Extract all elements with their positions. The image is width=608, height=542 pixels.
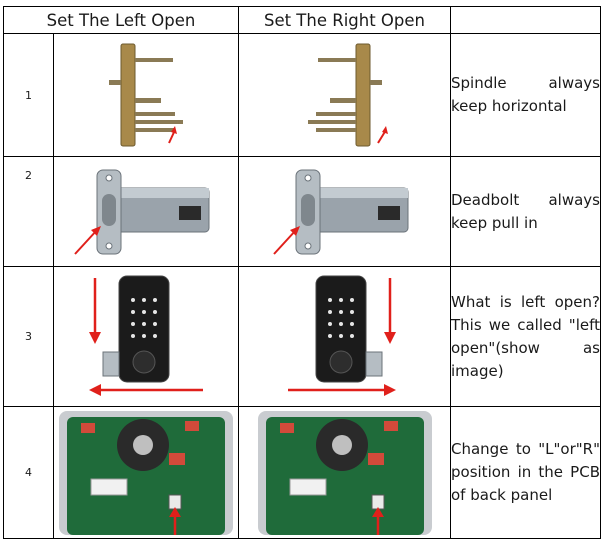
right-image-keypad: [238, 266, 451, 407]
description-cell: Spindle always keep horizontal: [450, 33, 601, 157]
spindle-mechanism-photo: [109, 43, 183, 147]
right-image-deadbolt: [238, 156, 451, 267]
header-description: [450, 6, 601, 34]
row-number: 1: [3, 33, 54, 157]
right-image-pcb: [238, 406, 451, 539]
table-row: 3: [3, 266, 601, 407]
left-image-pcb: [53, 406, 239, 539]
deadbolt-latch-photo: [272, 169, 408, 255]
description-text: What is left open? This we called "left …: [451, 292, 600, 380]
pcb-board-photo: [59, 410, 233, 535]
table-row: 1: [3, 33, 601, 157]
keypad-lock-photo: [89, 275, 203, 396]
row-number: 2: [3, 156, 54, 267]
header-row: Set The Left Open Set The Right Open: [3, 6, 601, 34]
table-row: 2: [3, 156, 601, 267]
description-text: Change to "L"or"R" position in the PCB o…: [451, 440, 600, 504]
left-image-spindle: [53, 33, 239, 157]
header-left-open: Set The Left Open: [3, 6, 239, 34]
description-text: Deadbolt always keep pull in: [451, 190, 600, 232]
description-cell: Deadbolt always keep pull in: [450, 156, 601, 267]
row-number: 3: [3, 266, 54, 407]
deadbolt-latch-photo: [74, 169, 210, 255]
pcb-board-photo: [257, 410, 432, 535]
table-row: 4: [3, 406, 601, 539]
header-right-open: Set The Right Open: [238, 6, 451, 34]
spindle-mechanism-photo: [307, 43, 388, 147]
row-number: 4: [3, 406, 54, 539]
left-image-deadbolt: [53, 156, 239, 267]
right-image-spindle: [238, 33, 451, 157]
description-text: Spindle always keep horizontal: [451, 74, 600, 115]
keypad-lock-photo: [287, 275, 396, 396]
description-cell: Change to "L"or"R" position in the PCB o…: [450, 406, 601, 539]
left-image-keypad: [53, 266, 239, 407]
instruction-table: Set The Left Open Set The Right Open 1: [3, 6, 601, 539]
description-cell: What is left open? This we called "left …: [450, 266, 601, 407]
